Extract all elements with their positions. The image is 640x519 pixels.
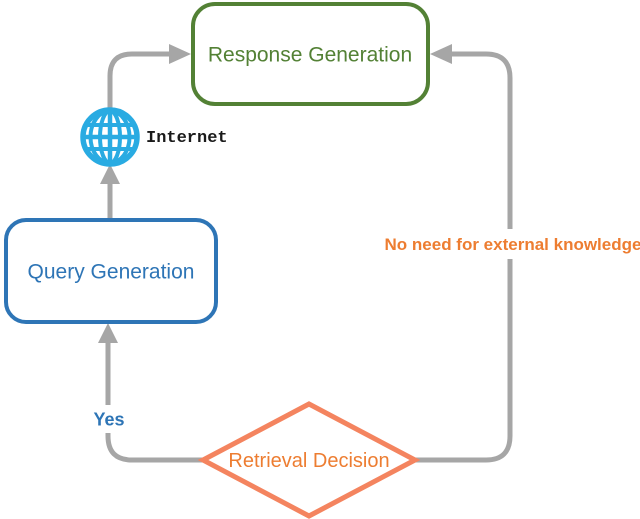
globe-icon <box>80 107 140 167</box>
response-generation-box <box>191 2 430 106</box>
node-retrieval-decision: Retrieval Decision <box>197 401 421 519</box>
arrowhead-into-query <box>98 323 118 343</box>
node-query-generation: Query Generation <box>4 218 218 324</box>
edge-label-no-group: No need for external knowledge <box>384 229 640 259</box>
retrieval-decision-diamond <box>197 401 421 519</box>
arrowhead-into-response-right <box>430 44 452 64</box>
globe-outer-meridian <box>88 109 132 165</box>
edge-yes-branch <box>105 341 203 463</box>
yes-label: Yes <box>93 409 124 429</box>
yes-label-background <box>91 405 127 433</box>
edge-internet-to-response <box>107 51 170 114</box>
no-label-background <box>384 229 640 259</box>
arrowhead-into-response-left <box>169 44 191 64</box>
no-label: No need for external knowledge <box>385 235 640 254</box>
arrowhead-into-internet <box>100 164 120 184</box>
node-response-generation: Response Generation <box>191 2 430 106</box>
query-generation-label: Query Generation <box>28 260 195 283</box>
edge-label-yes-group: Yes <box>91 405 127 433</box>
response-generation-label: Response Generation <box>208 43 412 66</box>
retrieval-decision-label: Retrieval Decision <box>228 450 389 472</box>
query-generation-box <box>4 218 218 324</box>
internet-label: Internet <box>146 129 228 148</box>
